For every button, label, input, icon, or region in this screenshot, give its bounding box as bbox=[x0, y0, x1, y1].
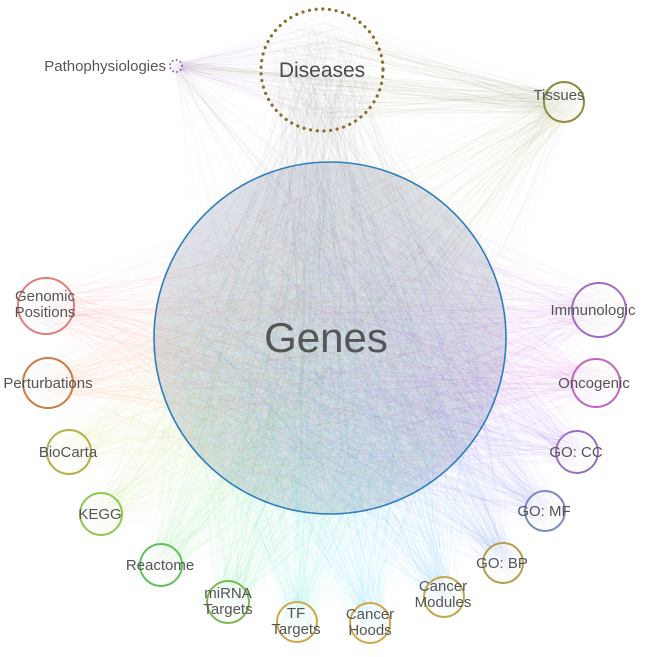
node-label-genes[interactable]: Genes bbox=[264, 314, 388, 361]
node-pathophysiologies[interactable] bbox=[170, 60, 182, 72]
node-label-kegg[interactable]: KEGG bbox=[78, 506, 121, 523]
node-label-mirna-targets-0[interactable]: miRNA bbox=[204, 585, 252, 602]
node-label-perturbations[interactable]: Perturbations bbox=[3, 375, 92, 392]
node-label-tissues[interactable]: Tissues bbox=[533, 87, 584, 104]
node-label-cancer-hoods-1[interactable]: Hoods bbox=[348, 622, 391, 639]
node-label-cancer-hoods-0[interactable]: Cancer bbox=[346, 606, 394, 623]
node-label-go-mf[interactable]: GO: MF bbox=[517, 503, 570, 520]
node-label-reactome[interactable]: Reactome bbox=[126, 557, 194, 574]
node-label-tf-targets-0[interactable]: TF bbox=[287, 605, 305, 622]
node-label-mirna-targets-1[interactable]: Targets bbox=[203, 601, 252, 618]
node-label-diseases[interactable]: Diseases bbox=[279, 59, 365, 82]
node-label-oncogenic[interactable]: Oncogenic bbox=[558, 375, 630, 392]
node-label-go-cc[interactable]: GO: CC bbox=[549, 444, 603, 461]
node-label-biocarta[interactable]: BioCarta bbox=[39, 444, 98, 461]
node-label-genomic-positions-1[interactable]: Positions bbox=[15, 304, 76, 321]
node-label-immunologic[interactable]: Immunologic bbox=[550, 302, 636, 319]
node-label-cancer-modules-1[interactable]: Modules bbox=[415, 594, 472, 611]
node-label-pathophysiologies[interactable]: Pathophysiologies bbox=[44, 58, 166, 75]
node-label-cancer-modules-0[interactable]: Cancer bbox=[419, 578, 467, 595]
node-label-genomic-positions-0[interactable]: Genomic bbox=[15, 288, 76, 305]
node-label-tf-targets-1[interactable]: Targets bbox=[271, 621, 320, 638]
node-label-go-bp[interactable]: GO: BP bbox=[476, 555, 528, 572]
